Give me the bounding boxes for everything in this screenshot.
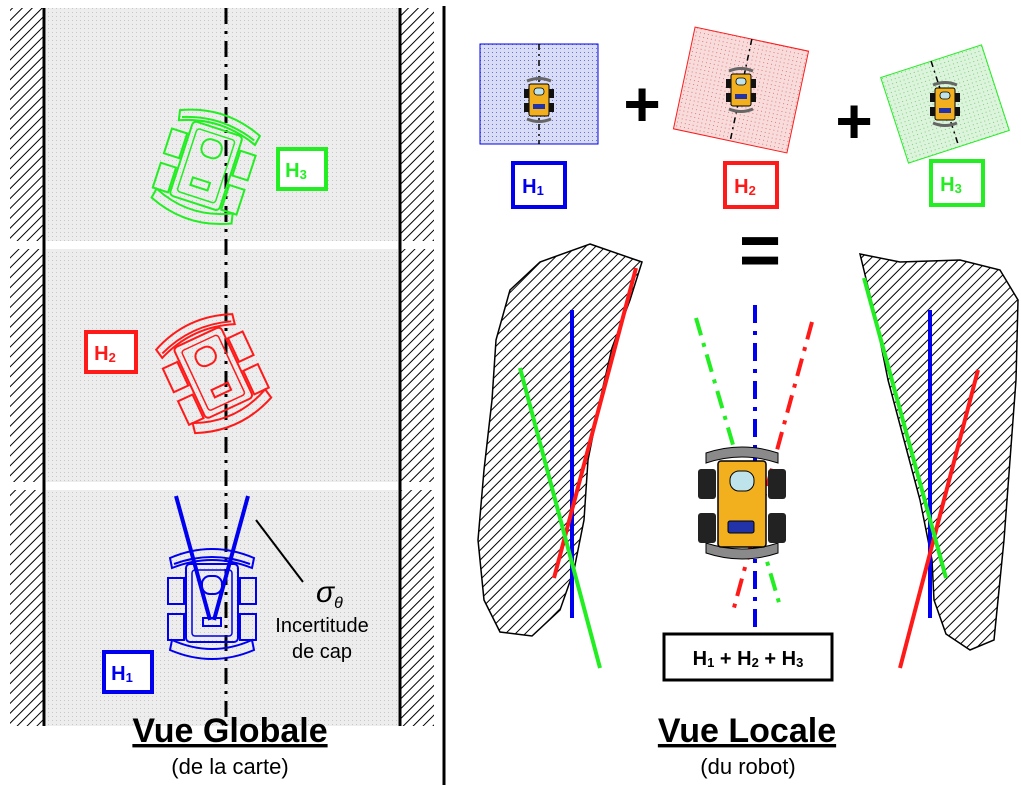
right-wall — [398, 8, 434, 726]
left-wall — [10, 8, 46, 726]
local-h3-box: H3 — [929, 159, 985, 207]
local-view-title: Vue Locale — [658, 712, 836, 750]
sum-hypotheses-box: H1 + H2 + H3 — [662, 632, 834, 682]
global-h1-box: H1 — [102, 650, 154, 694]
sigma-theta-label: σθ — [316, 576, 343, 612]
thumbnail-h3 — [880, 44, 1010, 164]
robot-local — [698, 446, 786, 560]
global-h2-box: H2 — [84, 330, 138, 374]
plus-sign-2: + — [835, 85, 872, 157]
thumbnail-h2 — [672, 26, 810, 154]
right-wall-line-h2 — [898, 369, 980, 669]
svg-text:H3: H3 — [285, 160, 307, 182]
heading-uncertainty-cone — [174, 495, 250, 621]
local-view-subtitle: (du robot) — [700, 754, 795, 779]
global-view-title: Vue Globale — [132, 712, 327, 750]
global-view-panel: σθ Incertitude de cap H3 H2 H1 Vue Globa… — [10, 8, 434, 779]
svg-text:H2: H2 — [94, 343, 116, 365]
right-wall-line-h3 — [862, 277, 948, 579]
road-segment-bottom — [46, 490, 398, 726]
left-wall-line-h2 — [552, 267, 638, 579]
left-obstacle — [477, 243, 643, 637]
svg-text:H2: H2 — [734, 176, 756, 198]
svg-text:H1 + H2 + H3: H1 + H2 + H3 — [693, 648, 804, 670]
left-wall-line-h3 — [518, 367, 602, 669]
svg-text:H1: H1 — [111, 663, 133, 685]
svg-text:H1: H1 — [522, 176, 544, 198]
heading-axis-h2 — [730, 321, 814, 616]
heading-axis-h3 — [694, 317, 782, 607]
global-h3-box: H3 — [276, 147, 328, 191]
uncertainty-label-line1: Incertitude — [275, 615, 368, 637]
thumbnail-h1 — [479, 43, 599, 145]
global-view-subtitle: (de la carte) — [171, 754, 288, 779]
local-h1-box: H1 — [511, 161, 567, 209]
sigma-pointer-line — [255, 519, 304, 583]
local-h2-box: H2 — [723, 161, 779, 209]
plus-sign-1: + — [623, 68, 660, 140]
equals-sign: = — [739, 211, 781, 291]
right-obstacle — [858, 253, 1019, 651]
uncertainty-label-line2: de cap — [292, 641, 352, 663]
local-view-panel: + + H1 H2 H3 = — [477, 26, 1019, 779]
svg-text:H3: H3 — [940, 174, 962, 196]
